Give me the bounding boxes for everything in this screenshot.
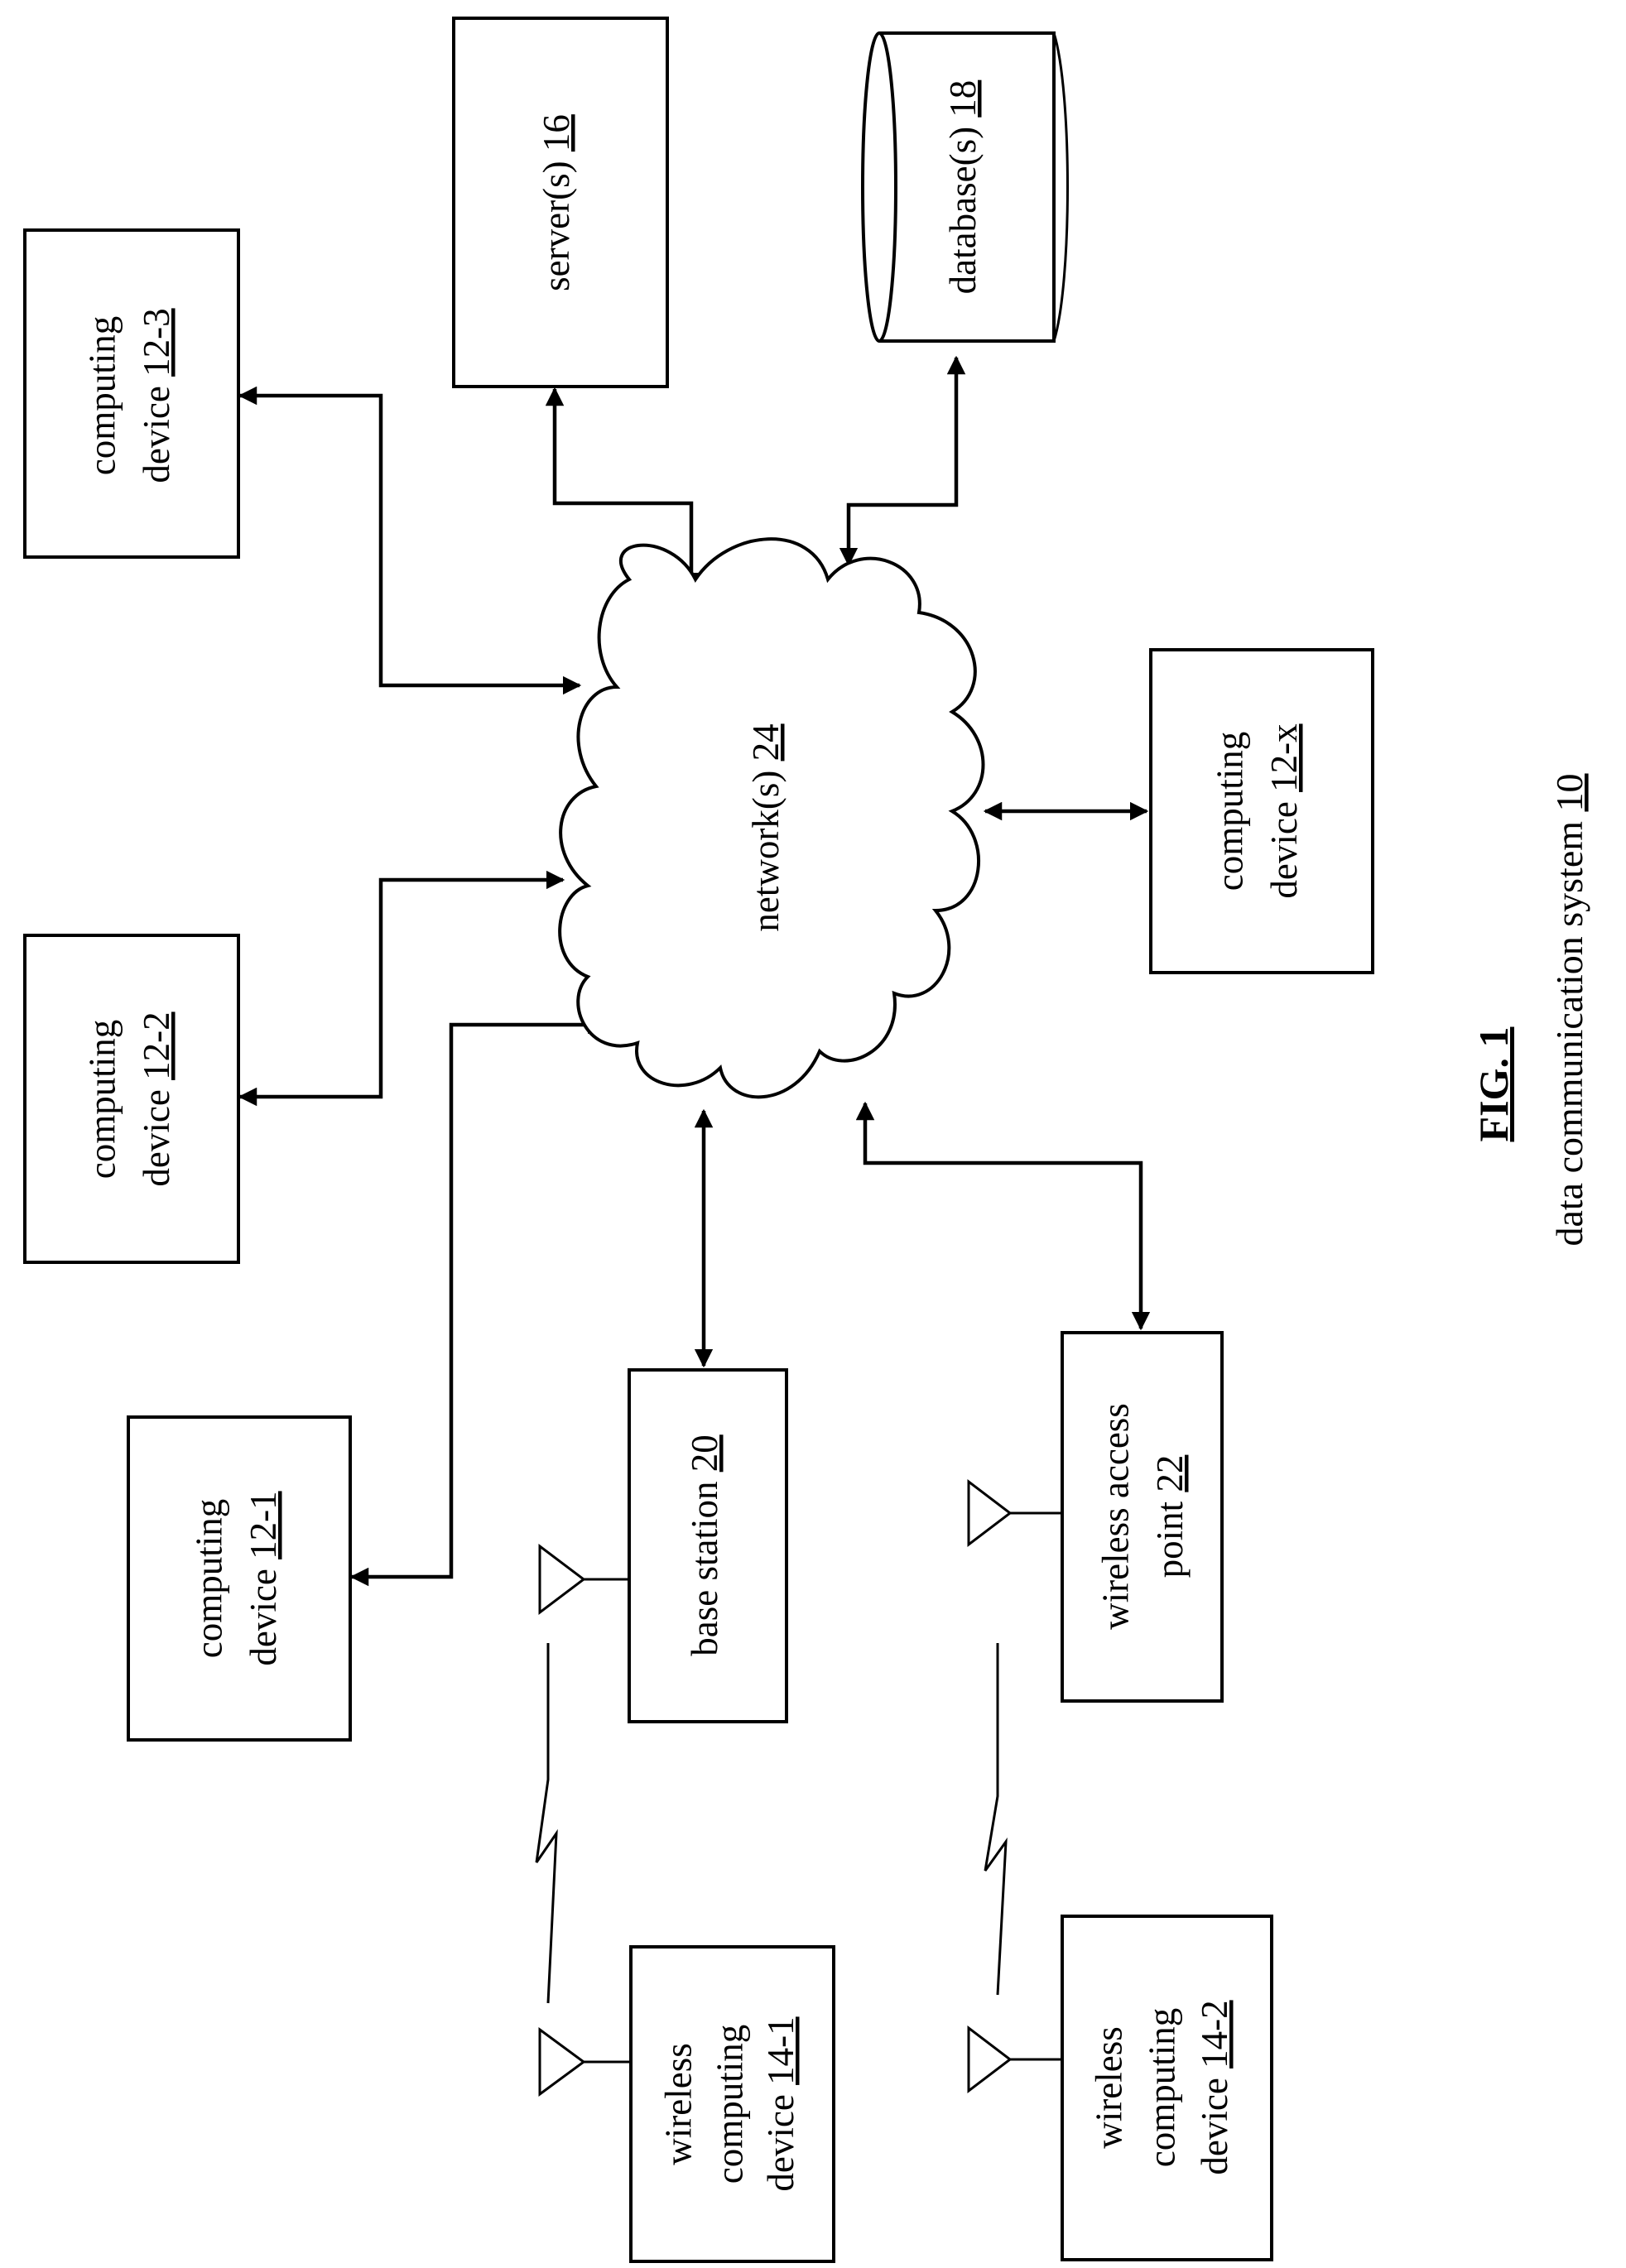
wireless-link-bolt — [536, 1643, 556, 2003]
computing-device-12-1-line1: computing — [188, 1499, 229, 1658]
svg-text:data communication system 10: data communication system 10 — [1548, 773, 1590, 1246]
svg-text:device 12-1: device 12-1 — [243, 1491, 284, 1665]
wireless-computing-device-14-2: wireless computing device 14-2 — [1062, 1916, 1272, 2260]
network-cloud: network(s) 24 — [560, 539, 983, 1097]
computing-device-12-3-line1: computing — [81, 316, 123, 475]
wireless-device-14-2-line3: device — [1194, 2069, 1235, 2175]
wireless-access-point-line1: wireless access — [1094, 1403, 1136, 1630]
wireless-access-point-line2: point — [1149, 1492, 1191, 1578]
link-network-computing-device-12-2 — [240, 880, 563, 1097]
link-network-computing-device-12-1 — [352, 1025, 604, 1577]
computing-device-12-2-ref: 12-2 — [136, 1011, 177, 1080]
computing-device-12-3: computing device 12-3 — [25, 230, 238, 557]
computing-device-12-1-line2: device — [243, 1559, 284, 1666]
server-ref: 16 — [536, 114, 577, 151]
figure-caption: data communication system — [1548, 811, 1590, 1246]
server-box: server(s) 16 — [454, 18, 667, 387]
svg-text:network(s) 24: network(s) 24 — [745, 723, 787, 931]
antenna-icon — [540, 1546, 628, 1612]
wireless-device-14-1-line1: wireless — [657, 2043, 699, 2165]
wireless-access-point-box: wireless access point 22 — [1062, 1333, 1222, 1701]
base-station-box: base station 20 — [629, 1370, 787, 1722]
wireless-device-14-1-ref: 14-1 — [760, 2016, 801, 2085]
server-label: server(s) — [536, 151, 577, 291]
figure-title: FIG. 1 — [1470, 1027, 1517, 1142]
svg-text:server(s) 16: server(s) 16 — [536, 114, 577, 291]
base-station-label: base station — [684, 1472, 725, 1655]
wireless-computing-device-14-1: wireless computing device 14-1 — [631, 1947, 834, 2261]
network-ref: 24 — [745, 723, 787, 761]
base-station-ref: 20 — [684, 1434, 725, 1472]
computing-device-12-1-ref: 12-1 — [243, 1491, 284, 1559]
svg-text:device 12-3: device 12-3 — [136, 308, 177, 483]
wireless-access-point-ref: 22 — [1149, 1455, 1191, 1492]
antenna-icon — [969, 1482, 1061, 1545]
link-network-database — [849, 358, 956, 565]
link-network-computing-device-12-3 — [240, 396, 580, 685]
figure-caption-ref: 10 — [1548, 773, 1590, 811]
database-cylinder: database(s) 18 — [863, 33, 1068, 341]
svg-text:base station 20: base station 20 — [684, 1434, 725, 1655]
database-label: database(s) — [942, 118, 984, 295]
svg-text:point 22: point 22 — [1149, 1455, 1191, 1578]
link-network-wireless-access-point — [865, 1103, 1141, 1329]
computing-device-12-x: computing device 12-x — [1151, 650, 1373, 973]
wireless-device-14-2-line2: computing — [1141, 2008, 1182, 2167]
computing-device-12-1: computing device 12-1 — [128, 1417, 350, 1740]
svg-text:device 12-x: device 12-x — [1263, 723, 1305, 898]
svg-text:device 14-1: device 14-1 — [760, 2016, 801, 2191]
wireless-device-14-1-line3: device — [760, 2085, 801, 2192]
svg-text:device 14-2: device 14-2 — [1194, 2000, 1235, 2174]
computing-device-12-2: computing device 12-2 — [25, 935, 238, 1262]
computing-device-12-2-line1: computing — [81, 1020, 123, 1179]
computing-device-12-x-line1: computing — [1209, 732, 1250, 891]
antenna-icon — [540, 2030, 629, 2094]
database-ref: 18 — [942, 80, 984, 118]
computing-device-12-3-ref: 12-3 — [136, 308, 177, 377]
svg-text:device 12-2: device 12-2 — [136, 1011, 177, 1186]
wireless-device-14-2-ref: 14-2 — [1194, 2000, 1235, 2069]
wireless-device-14-1-line2: computing — [709, 2025, 750, 2184]
computing-device-12-x-line2: device — [1263, 792, 1305, 899]
antenna-icon — [969, 2028, 1061, 2091]
wireless-link-bolt — [985, 1643, 1006, 1995]
network-label: network(s) — [745, 761, 787, 931]
computing-device-12-3-line2: device — [136, 377, 177, 483]
svg-text:FIG. 1: FIG. 1 — [1470, 1027, 1517, 1142]
computing-device-12-2-line2: device — [136, 1080, 177, 1187]
computing-device-12-x-ref: 12-x — [1263, 723, 1305, 792]
svg-text:database(s) 18: database(s) 18 — [942, 80, 984, 295]
wireless-device-14-2-line1: wireless — [1088, 2026, 1129, 2148]
